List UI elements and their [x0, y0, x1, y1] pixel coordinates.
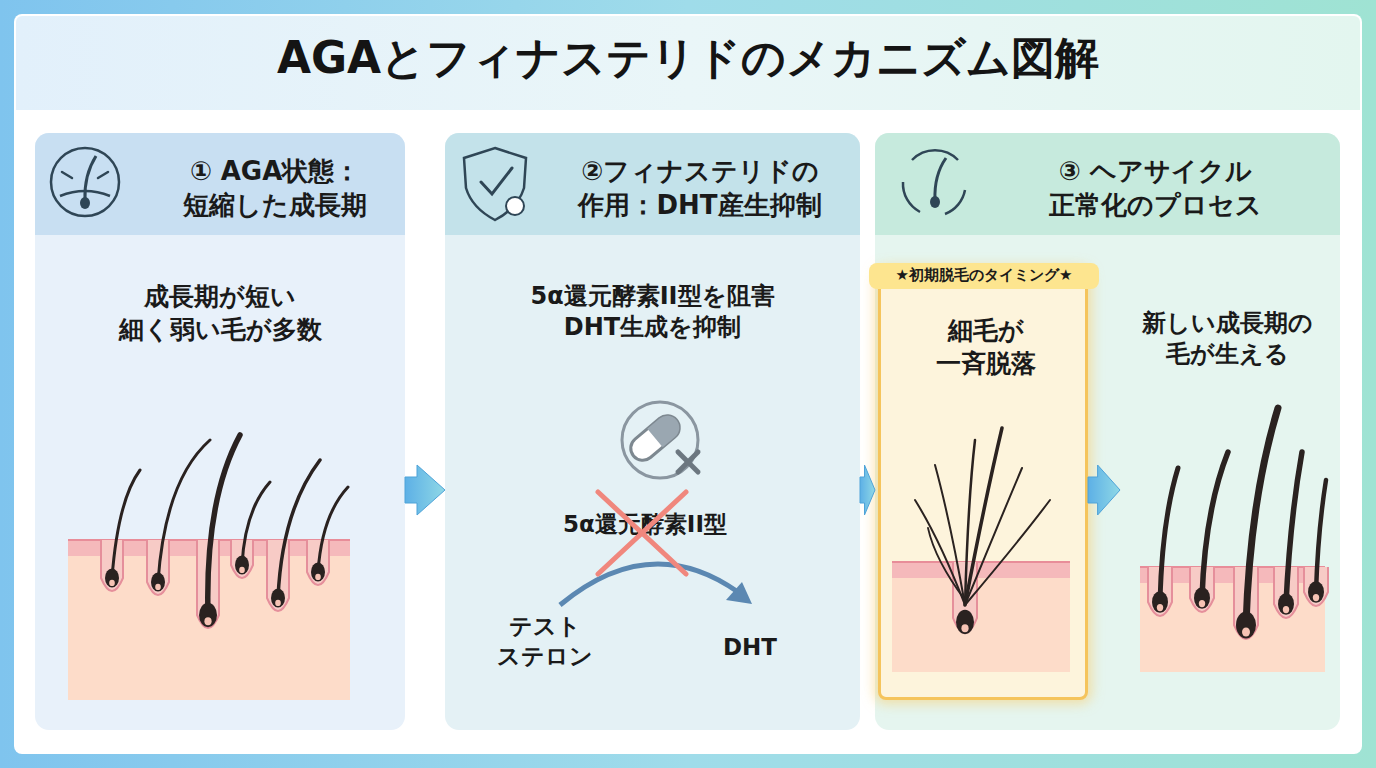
diagram-title: AGAとフィナステリドのメカニズム図解 — [16, 30, 1360, 86]
step-panel: ②フィナステリドの 作用：DHT産生抑制 5α還元酵素II型を阻害 DHT生成を抑… — [445, 133, 860, 730]
panel-heading: ① AGA状態： 短縮した成長期 — [155, 155, 395, 223]
timing-badge: ★初期脱毛のタイミング★ — [869, 263, 1099, 289]
panel-body: 5α還元酵素II型を阻害 DHT生成を抑制 — [485, 281, 820, 343]
flow-arrow — [860, 465, 875, 515]
stage-text: 細毛が 一斉脱落 — [906, 315, 1066, 380]
step-panel: ③ ヘアサイクル 正常化のプロセス ★初期脱毛のタイミング★細毛が 一斉脱落新しい… — [875, 133, 1340, 730]
step-panel: ① AGA状態： 短縮した成長期成長期が短い 細く弱い毛が多数 — [35, 133, 405, 730]
molecule-label: DHT — [712, 633, 788, 663]
molecule-label: テスト ステロン — [495, 612, 595, 672]
result-area: 新しい成長期の 毛が生える — [1120, 283, 1335, 703]
panel-heading: ③ ヘアサイクル 正常化のプロセス — [995, 155, 1315, 223]
panel-heading: ②フィナステリドの 作用：DHT産生抑制 — [550, 155, 850, 223]
highlight-box: ★初期脱毛のタイミング★細毛が 一斉脱落 — [878, 270, 1088, 700]
enzyme-label: 5α還元酵素II型 — [560, 510, 730, 540]
flow-arrow — [405, 465, 445, 515]
stage-text: 新しい成長期の 毛が生える — [1120, 308, 1335, 370]
panel-body: 成長期が短い 細く弱い毛が多数 — [75, 281, 365, 346]
